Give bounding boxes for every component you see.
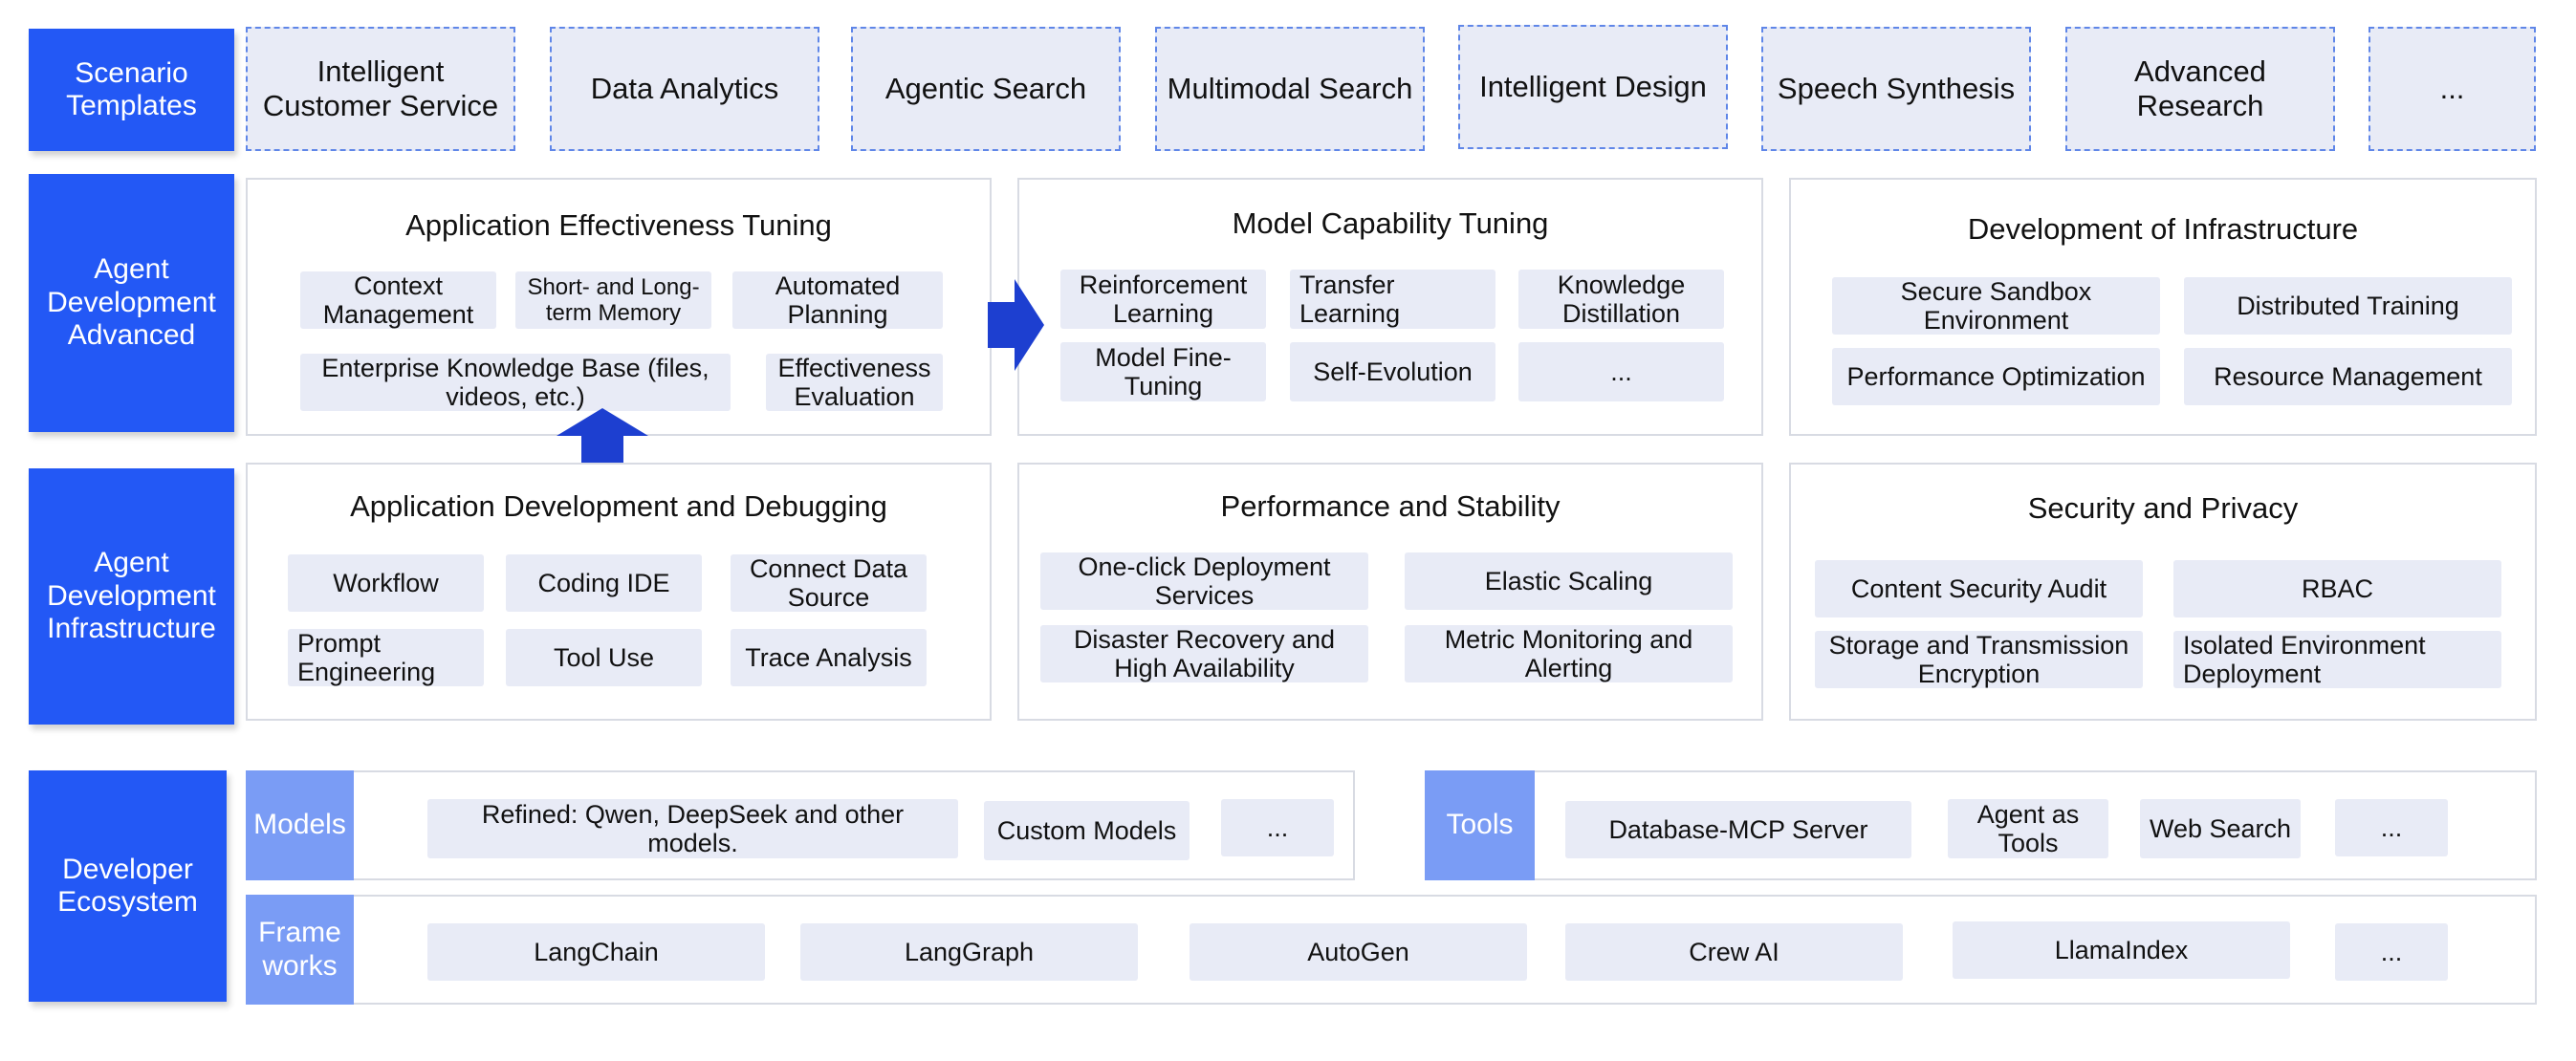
chip-one-click-deployment: One-click Deployment Services xyxy=(1040,552,1368,610)
chip-self-evolution: Self-Evolution xyxy=(1290,342,1495,401)
chip-enterprise-knowledge-base: Enterprise Knowledge Base (files, videos… xyxy=(300,354,731,411)
chip-knowledge-distillation: Knowledge Distillation xyxy=(1518,270,1724,329)
tools-label: Tools xyxy=(1425,770,1535,880)
chip-frameworks-more: ... xyxy=(2335,923,2448,981)
chip-distributed-training: Distributed Training xyxy=(2184,277,2512,335)
chip-model-fine-tuning: Model Fine-Tuning xyxy=(1060,342,1266,401)
scenario-templates-label: Scenario Templates xyxy=(29,29,234,151)
chip-context-management: Context Management xyxy=(300,271,496,329)
chip-refined-models: Refined: Qwen, DeepSeek and other models… xyxy=(427,799,958,858)
template-intelligent-design: Intelligent Design xyxy=(1458,25,1728,149)
agent-development-advanced-label: Agent Development Advanced xyxy=(29,174,234,432)
chip-prompt-engineering: Prompt Engineering xyxy=(288,629,484,686)
application-effectiveness-tuning-panel: Application Effectiveness Tuning Context… xyxy=(246,178,992,436)
chip-more: ... xyxy=(1518,342,1724,401)
developer-ecosystem-label: Developer Ecosystem xyxy=(29,770,227,1002)
agent-development-infrastructure-label: Agent Development Infrastructure xyxy=(29,468,234,725)
right-arrow-icon xyxy=(988,279,1044,371)
performance-stability-panel: Performance and Stability One-click Depl… xyxy=(1017,463,1763,721)
chip-web-search: Web Search xyxy=(2140,799,2301,858)
application-development-debugging-panel: Application Development and Debugging Wo… xyxy=(246,463,992,721)
chip-performance-optimization: Performance Optimization xyxy=(1832,348,2160,405)
panel-title: Security and Privacy xyxy=(2027,491,2299,525)
template-advanced-research: Advanced Research xyxy=(2065,27,2335,151)
tools-panel: Tools Database-MCP Server Agent as Tools… xyxy=(1425,770,2537,880)
chip-autogen: AutoGen xyxy=(1190,923,1527,981)
chip-storage-transmission-encryption: Storage and Transmission Encryption xyxy=(1815,631,2143,688)
chip-resource-management: Resource Management xyxy=(2184,348,2512,405)
chip-rbac: RBAC xyxy=(2173,560,2501,617)
chip-database-mcp-server: Database-MCP Server xyxy=(1565,801,1911,858)
frameworks-label: Frame works xyxy=(246,895,354,1005)
chip-content-security-audit: Content Security Audit xyxy=(1815,560,2143,617)
chip-tool-use: Tool Use xyxy=(506,629,702,686)
template-multimodal-search: Multimodal Search xyxy=(1155,27,1425,151)
models-label: Models xyxy=(246,770,354,880)
chip-trace-analysis: Trace Analysis xyxy=(731,629,927,686)
chip-custom-models: Custom Models xyxy=(984,801,1190,860)
chip-transfer-learning: Transfer Learning xyxy=(1290,270,1495,329)
development-of-infrastructure-panel: Development of Infrastructure Secure San… xyxy=(1789,178,2537,436)
security-privacy-panel: Security and Privacy Content Security Au… xyxy=(1789,463,2537,721)
template-more: ... xyxy=(2369,27,2536,151)
chip-reinforcement-learning: Reinforcement Learning xyxy=(1060,270,1266,329)
chip-langgraph: LangGraph xyxy=(800,923,1138,981)
chip-llamaindex: LlamaIndex xyxy=(1953,921,2290,979)
chip-automated-planning: Automated Planning xyxy=(732,271,943,329)
chip-metric-monitoring: Metric Monitoring and Alerting xyxy=(1405,625,1733,682)
panel-title: Performance and Stability xyxy=(1220,489,1561,523)
chip-isolated-environment-deployment: Isolated Environment Deployment xyxy=(2173,631,2501,688)
up-arrow-icon xyxy=(557,408,648,465)
chip-effectiveness-evaluation: Effectiveness Evaluation xyxy=(766,354,943,411)
panel-title: Application Development and Debugging xyxy=(350,489,887,523)
template-intelligent-customer-service: Intelligent Customer Service xyxy=(246,27,515,151)
chip-connect-data-source: Connect Data Source xyxy=(731,554,927,612)
chip-tools-more: ... xyxy=(2335,799,2448,856)
models-panel: Models Refined: Qwen, DeepSeek and other… xyxy=(246,770,1355,880)
chip-disaster-recovery: Disaster Recovery and High Availability xyxy=(1040,625,1368,682)
chip-models-more: ... xyxy=(1221,799,1334,856)
template-agentic-search: Agentic Search xyxy=(851,27,1121,151)
chip-elastic-scaling: Elastic Scaling xyxy=(1405,552,1733,610)
chip-secure-sandbox-environment: Secure Sandbox Environment xyxy=(1832,277,2160,335)
frameworks-panel: Frame works LangChain LangGraph AutoGen … xyxy=(246,895,2537,1005)
chip-coding-ide: Coding IDE xyxy=(506,554,702,612)
template-data-analytics: Data Analytics xyxy=(550,27,819,151)
chip-crew-ai: Crew AI xyxy=(1565,923,1903,981)
model-capability-tuning-panel: Model Capability Tuning Reinforcement Le… xyxy=(1017,178,1763,436)
template-speech-synthesis: Speech Synthesis xyxy=(1761,27,2031,151)
chip-workflow: Workflow xyxy=(288,554,484,612)
chip-agent-as-tools: Agent as Tools xyxy=(1948,799,2108,858)
panel-title: Development of Infrastructure xyxy=(1967,212,2359,246)
panel-title: Application Effectiveness Tuning xyxy=(405,208,832,242)
chip-langchain: LangChain xyxy=(427,923,765,981)
chip-memory: Short- and Long-term Memory xyxy=(515,271,711,329)
panel-title: Model Capability Tuning xyxy=(1232,206,1549,240)
